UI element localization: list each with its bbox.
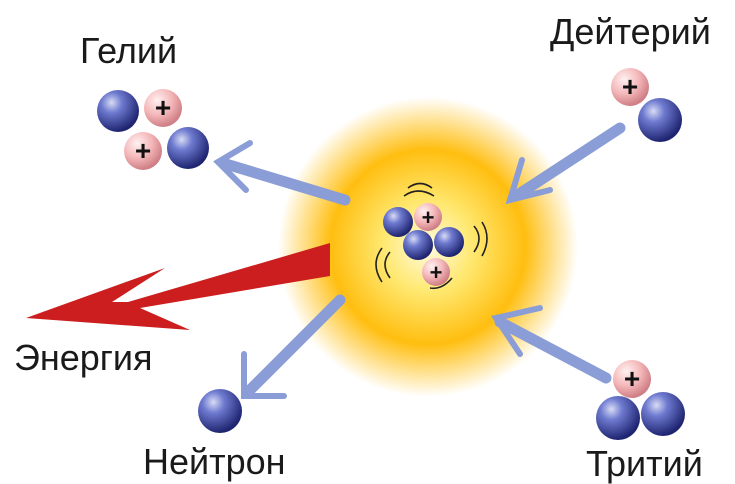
deuterium-nucleus: + [611, 68, 682, 142]
helium-label: Гелий [80, 30, 178, 71]
svg-text:+: + [430, 260, 443, 285]
tritium-nucleus: + [596, 360, 685, 440]
helium-nucleus: + + [97, 89, 209, 170]
svg-text:+: + [155, 92, 171, 123]
svg-text:+: + [135, 135, 151, 166]
deuterium-label: Дейтерий [550, 11, 711, 52]
svg-text:+: + [624, 363, 640, 394]
helium-arrow [220, 158, 351, 206]
svg-text:+: + [422, 205, 435, 230]
central-nucleus: + + [375, 182, 488, 290]
svg-text:+: + [622, 71, 638, 102]
neutron-label: Нейтрон [143, 441, 286, 482]
energy-arrow [26, 243, 330, 330]
reaction-arrows [213, 122, 626, 399]
deuterium-arrow [510, 122, 626, 202]
tritium-arrow [494, 316, 612, 384]
tritium-label: Тритий [586, 443, 703, 484]
free-neutron [198, 389, 242, 433]
energy-label: Энергия [14, 337, 153, 378]
neutron-arrow [242, 294, 346, 398]
